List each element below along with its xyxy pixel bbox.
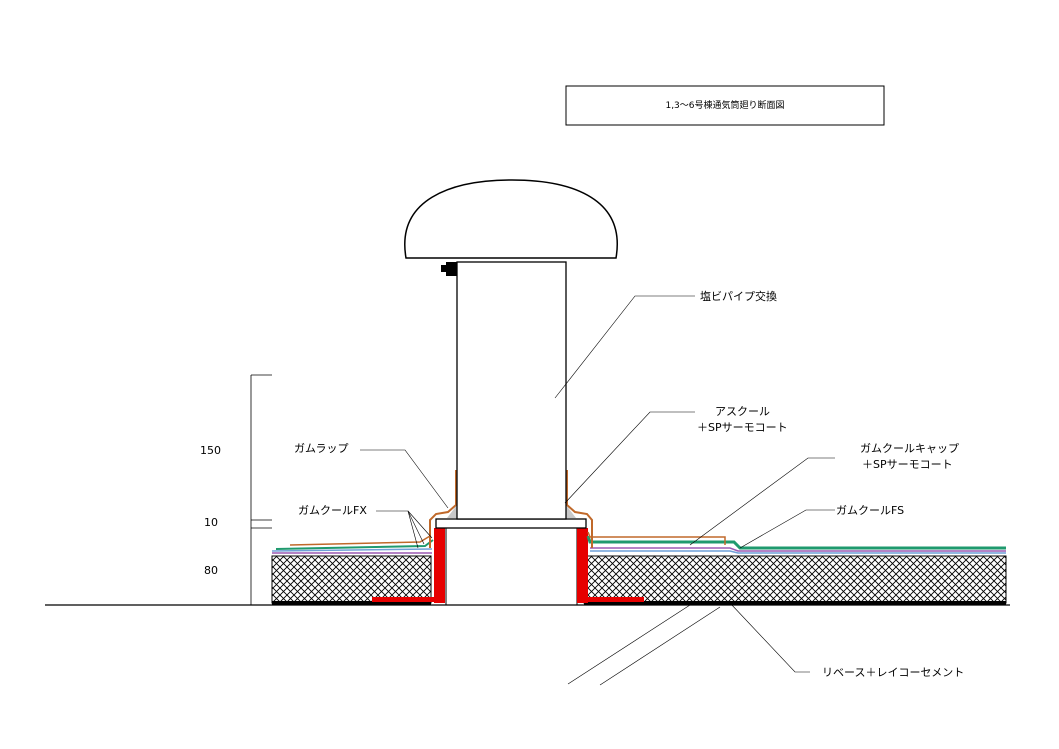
label-base: リベース＋レイコーセメント	[822, 666, 964, 679]
dimension-80: 80	[204, 564, 218, 577]
insulation-left	[271, 555, 432, 605]
red-flashing-left	[372, 528, 445, 603]
insulation-right	[583, 555, 1007, 605]
cap-screw-icon	[441, 262, 457, 276]
copper-collar	[429, 470, 593, 548]
membrane-layers-right	[586, 531, 1006, 554]
label-ascool-2: ＋SPサーモコート	[697, 421, 788, 434]
label-gumcool-fx: ガムクールFX	[298, 504, 367, 517]
roof-opening	[445, 527, 578, 605]
label-gumcool-cap-1: ガムクールキャップ	[860, 442, 959, 455]
vent-cap	[404, 179, 618, 259]
drawing-title: 1,3～6号棟通気筒廻り断面図	[665, 99, 784, 111]
label-gumcool-cap-2: ＋SPサーモコート	[862, 458, 953, 471]
sealant-left	[447, 505, 457, 518]
label-pipe: 塩ビパイプ交換	[700, 289, 777, 303]
title-block: 1,3～6号棟通気筒廻り断面図	[565, 85, 885, 126]
dimension-10: 10	[204, 516, 218, 529]
dimension-150: 150	[200, 444, 221, 457]
red-flashing-right	[577, 528, 644, 603]
label-ascool-1: アスクール	[715, 405, 770, 418]
dimension-line	[250, 374, 272, 605]
base-flange	[435, 518, 587, 529]
label-gum-wrap: ガムラップ	[294, 442, 348, 455]
title-frame	[565, 85, 885, 126]
membrane-layers-left	[271, 535, 434, 554]
sealant-right	[566, 505, 576, 518]
vent-pipe	[456, 261, 567, 520]
label-gumcool-fs: ガムクールFS	[836, 504, 904, 517]
leader-lines	[360, 295, 835, 686]
